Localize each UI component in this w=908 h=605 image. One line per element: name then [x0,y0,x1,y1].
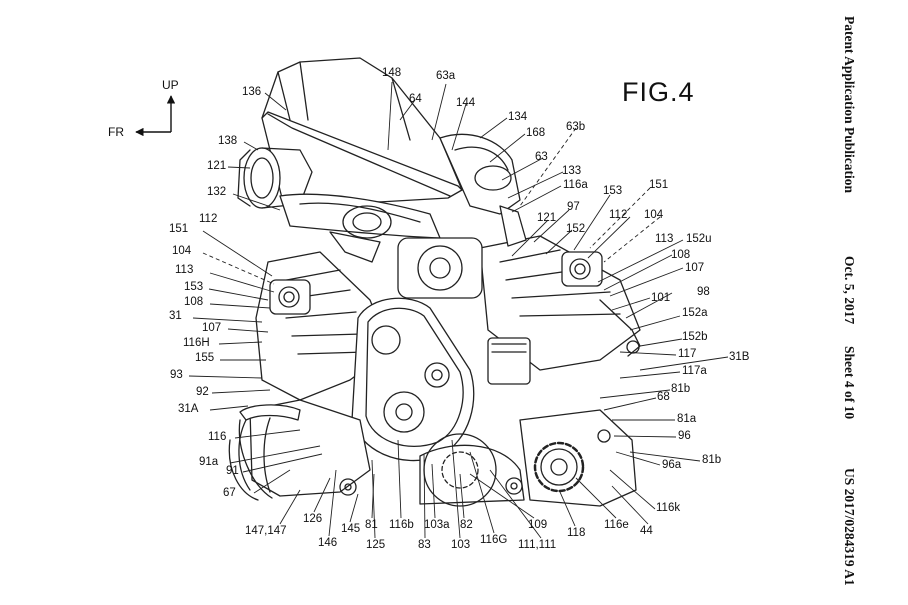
center-timing-block [397,237,483,299]
callout-103: 103 [451,539,471,551]
callout-111-111: 111,111 [518,539,557,551]
callout-136: 136 [242,86,262,98]
callout-93: 93 [170,369,183,381]
callout-121-left: 121 [207,160,227,172]
callout-117: 117 [678,348,697,360]
callout-116H: 116H [183,337,210,349]
callout-144: 144 [456,97,476,109]
direction-arrows [135,95,176,137]
callout-81: 81 [365,519,378,531]
intake-duct [279,193,441,239]
callout-103a: 103a [424,519,450,531]
callout-152b: 152b [682,331,708,343]
callout-81a: 81a [677,413,697,425]
callout-116b: 116b [389,519,414,531]
callout-113-right: 113 [655,233,674,245]
callout-126: 126 [303,513,323,525]
callout-81b-lower: 81b [702,454,722,466]
callout-96a: 96a [662,459,682,471]
callout-147-147: 147,147 [245,525,287,537]
leader-lines [188,81,729,539]
mount-bolts [339,429,611,496]
callout-64: 64 [409,93,422,105]
callout-97: 97 [567,201,580,213]
callout-125: 125 [366,539,386,551]
callout-153-left: 153 [184,281,204,293]
callout-109: 109 [528,519,548,531]
callout-152: 152 [566,223,586,235]
callout-116G: 116G [480,534,508,546]
callout-112-right: 112 [609,209,628,221]
callout-118: 118 [567,527,586,539]
callout-98: 98 [697,286,710,298]
callout-168: 168 [526,127,546,139]
figure-label: FIG.4 [622,77,695,107]
callout-63b: 63b [566,121,586,133]
callout-91a: 91a [199,456,219,468]
callout-117a: 117a [682,365,707,377]
callout-132: 132 [207,186,227,198]
callout-68: 68 [657,391,670,403]
callout-83: 83 [418,539,431,551]
callout-151-right: 151 [649,179,669,191]
callout-31B: 31B [729,351,750,363]
callout-63a: 63a [436,70,456,82]
air-cleaner-box [261,57,463,207]
callout-151-left: 151 [169,223,189,235]
callout-112-left: 112 [199,213,218,225]
front-funnel-parts [329,205,527,263]
drive-sprocket [533,441,585,493]
callout-31: 31 [169,310,182,322]
cam-chain-cover [351,297,475,462]
callout-81b-upper: 81b [671,383,691,395]
callout-146: 146 [318,537,338,549]
front-direction-label: FR [108,125,124,139]
callout-116k: 116k [656,502,681,514]
callout-153-right: 153 [603,185,623,197]
callout-104-right: 104 [644,209,664,221]
callout-152u: 152u [686,233,712,245]
callout-155: 155 [195,352,215,364]
callout-92: 92 [196,386,209,398]
callout-113-left: 113 [175,264,194,276]
callout-91: 91 [226,465,239,477]
callout-44: 44 [640,525,653,537]
callout-31A: 31A [178,403,199,415]
callout-152a: 152a [682,307,708,319]
callout-104-left: 104 [172,245,192,257]
callout-107-left: 107 [202,322,222,334]
callout-101: 101 [651,292,671,304]
callout-145: 145 [341,523,361,535]
callout-108-left: 108 [184,296,204,308]
callout-116: 116 [208,431,227,443]
callout-148: 148 [382,67,402,79]
callout-108-right: 108 [671,249,691,261]
callout-82: 82 [460,519,473,531]
callout-96: 96 [678,430,691,442]
callout-63: 63 [535,151,548,163]
callout-107-right: 107 [685,262,705,274]
callout-138: 138 [218,135,238,147]
rear-cylinder-bank [479,235,641,371]
up-direction-label: UP [162,78,179,92]
callout-116a: 116a [563,179,588,191]
rear-injector [487,337,531,385]
callout-67: 67 [223,487,236,499]
exhaust-pipe [238,404,301,493]
callout-116e: 116e [604,519,629,531]
callout-134: 134 [508,111,528,123]
callout-121-right: 121 [537,212,557,224]
callout-133: 133 [562,165,582,177]
